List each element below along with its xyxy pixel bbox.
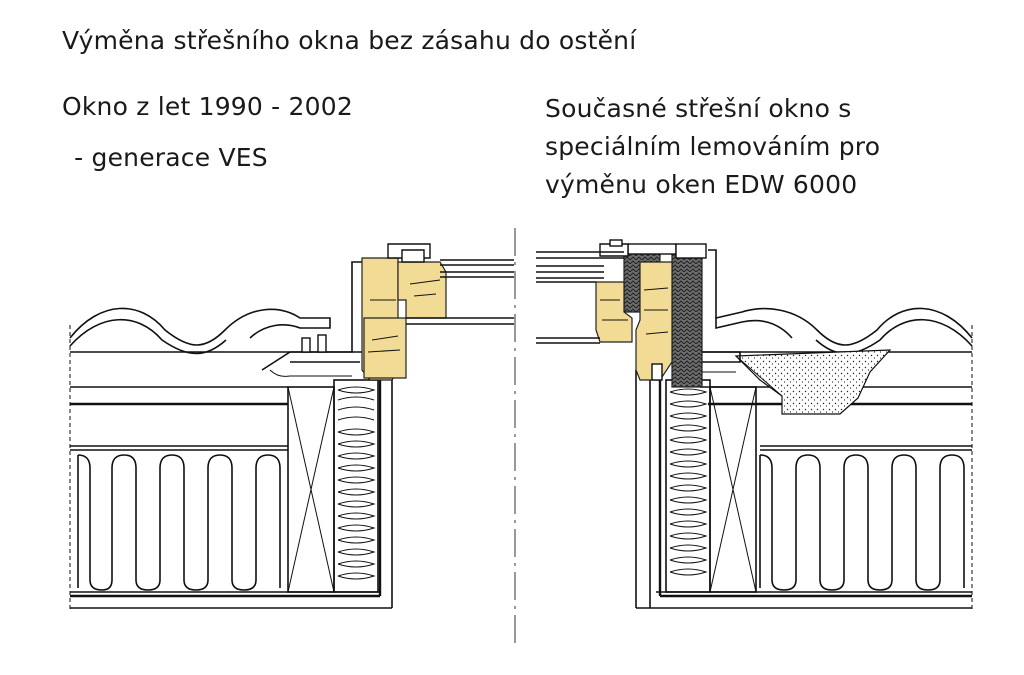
right-window-frame	[595, 239, 707, 388]
left-rafter	[287, 386, 335, 593]
right-lining-insulation	[635, 370, 711, 608]
left-window-frame	[361, 243, 447, 381]
right-glazing	[536, 251, 624, 344]
right-panel-line-1: Současné střešní okno s	[545, 94, 852, 123]
left-insulation	[77, 454, 281, 591]
diagram-title: Výměna střešního okna bez zásahu do ostě…	[62, 26, 637, 55]
right-roof-tile	[715, 307, 973, 355]
left-roof-section	[69, 325, 392, 610]
left-flashing	[261, 261, 362, 377]
left-panel-subheading: - generace VES	[66, 143, 268, 172]
right-mortar-filler	[734, 349, 892, 415]
right-insulation	[759, 454, 965, 591]
right-panel-line-2: speciálním lemováním pro	[545, 132, 881, 161]
left-roof-tile	[69, 307, 331, 355]
left-glazing	[406, 259, 514, 325]
left-panel-heading: Okno z let 1990 - 2002	[62, 92, 353, 121]
right-panel-heading: Současné střešní okno s speciálním lemov…	[545, 90, 880, 204]
right-rafter	[709, 386, 757, 593]
right-flashing	[700, 249, 741, 373]
right-panel-line-3: výměnu oken EDW 6000	[545, 170, 858, 199]
left-lining-insulation	[333, 370, 393, 608]
